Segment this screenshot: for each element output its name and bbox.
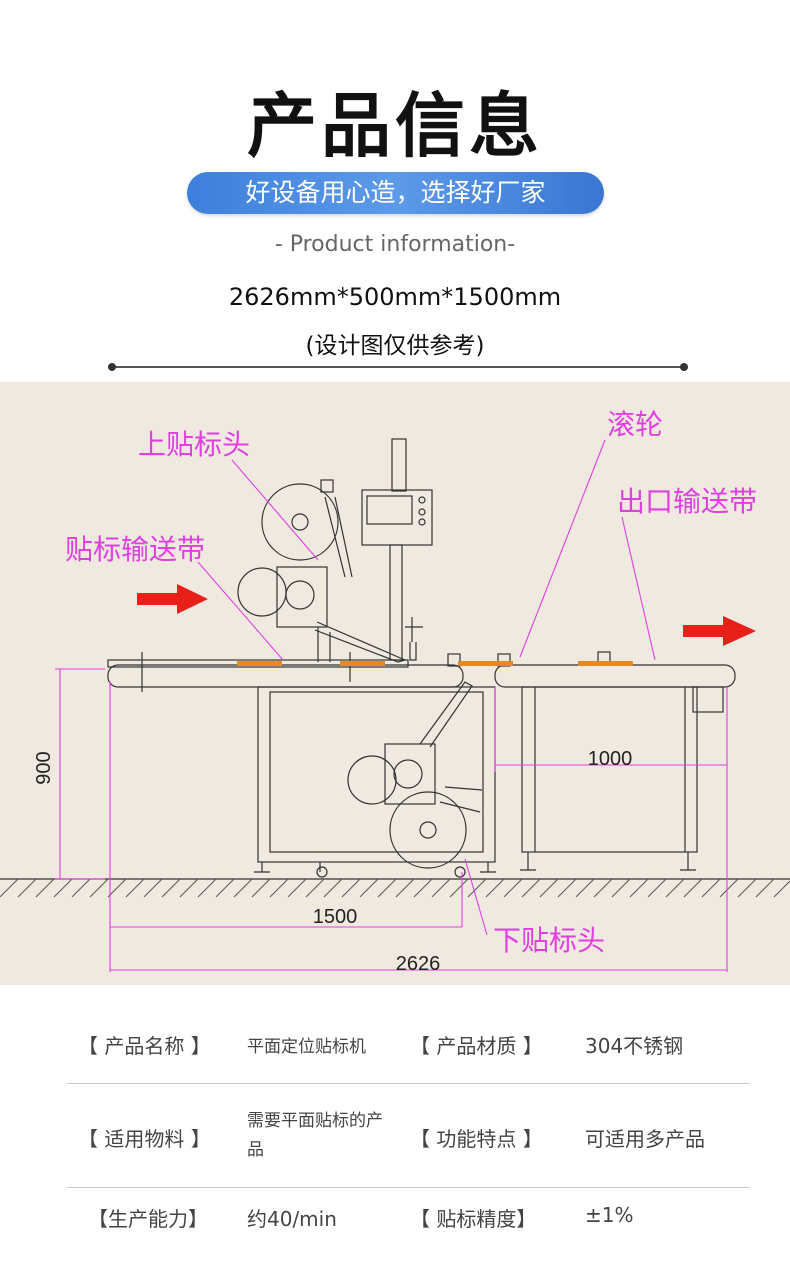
roller-label: 滚轮 (607, 409, 663, 440)
spec-label: 【生产能力】 (88, 1207, 208, 1231)
design-note: (设计图仅供参考) (305, 333, 485, 359)
exit-conveyor (494, 664, 736, 688)
signal-tower (391, 438, 407, 492)
label-strips (237, 661, 633, 666)
divider (67, 1187, 750, 1188)
exit-frame (521, 686, 698, 853)
label-roll-top (261, 483, 339, 561)
machine-cabinet (257, 686, 496, 863)
infeed-conveyor (107, 664, 464, 688)
spec-label: 【 产品材质 】 (410, 1034, 543, 1058)
spec-label: 【 适用物料 】 (78, 1127, 211, 1151)
height-dimension: 900 (33, 751, 55, 784)
spec-label: 【 功能特点 】 (410, 1127, 543, 1151)
machine-diagram: 上贴标头 贴标输送带 滚轮 出口输送带 下贴标头 900 1000 1500 2… (0, 382, 790, 985)
bottom-head-label: 下贴标头 (493, 925, 605, 956)
exit-arrow-icon (683, 616, 756, 646)
label-conveyor-label: 贴标输送带 (65, 534, 205, 565)
spec-label: 【 贴标精度】 (410, 1207, 537, 1231)
top-head-label: 上贴标头 (138, 429, 250, 460)
divider (67, 1083, 750, 1084)
spec-value: 约40/min (247, 1207, 337, 1231)
slogan-badge: 好设备用心造，选择好厂家 (187, 172, 604, 214)
annotation-labels: 上贴标头 贴标输送带 滚轮 出口输送带 下贴标头 (65, 409, 757, 956)
divider (108, 363, 688, 371)
annotation-lines (55, 439, 728, 972)
machine-dimensions: 2626mm*500mm*1500mm (228, 283, 562, 311)
section-subtitle: - Product information- (274, 232, 516, 257)
exit-conveyor-label: 出口输送带 (617, 486, 757, 517)
total-length-dimension: 2626 (396, 953, 441, 975)
exit-length-dimension: 1000 (588, 748, 633, 770)
spec-value: 可适用多产品 (585, 1127, 705, 1151)
spec-value: ±1% (585, 1203, 634, 1227)
spec-value: 需要平面贴标的产品 (247, 1111, 383, 1160)
page-title: 产品信息 (247, 85, 543, 167)
touch-screen (361, 489, 433, 546)
spec-value: 304不锈钢 (585, 1034, 684, 1058)
infeed-arrow-icon (137, 584, 208, 614)
label-roll-bottom (389, 791, 467, 869)
infeed-length-dimension: 1500 (313, 906, 358, 928)
spec-value: 平面定位贴标机 (247, 1037, 366, 1057)
floor-hatch (0, 878, 790, 898)
spec-label: 【 产品名称 】 (78, 1034, 211, 1058)
